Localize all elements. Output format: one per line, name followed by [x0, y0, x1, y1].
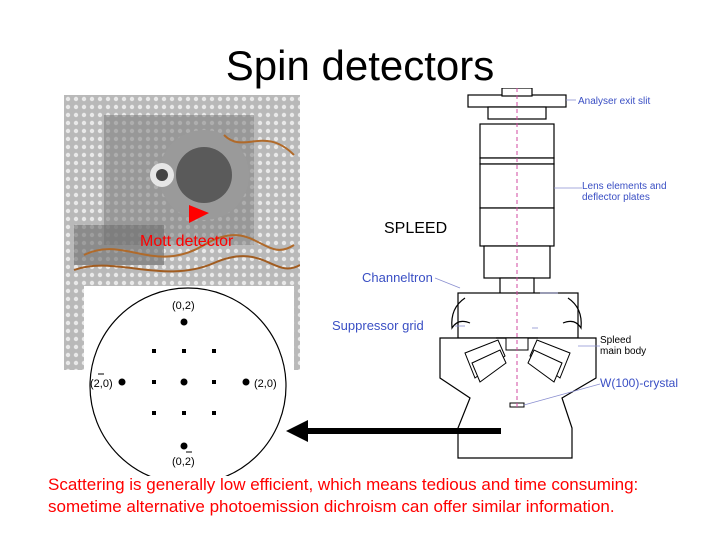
- leed-spot: [180, 442, 188, 450]
- caption-line-2: sometime alternative photoemission dichr…: [48, 497, 615, 516]
- leed-label-bottom: (0,2): [172, 456, 195, 468]
- label-suppressor-grid: Suppressor grid: [332, 318, 424, 333]
- leed-spot: [180, 318, 188, 326]
- leed-label-top: (0,2): [172, 300, 195, 312]
- arrow-left: [286, 420, 501, 442]
- label-analyser-exit-slit: Analyser exit slit: [578, 96, 650, 107]
- label-lens-elements-2: deflector plates: [582, 192, 650, 203]
- label-lens-elements-1: Lens elements and: [582, 181, 667, 192]
- caption: Scattering is generally low efficient, w…: [48, 474, 708, 518]
- leed-spot: [118, 378, 126, 386]
- leed-spot: [242, 378, 250, 386]
- slide-title: Spin detectors: [225, 42, 495, 89]
- label-spleed-body-1: Spleed: [600, 335, 631, 346]
- leed-pattern: (0,2) (2,0) (2,0) (0,2): [84, 286, 294, 485]
- leed-label-left: (2,0): [90, 378, 113, 390]
- label-crystal: W(100)-crystal: [600, 376, 678, 390]
- leed-label-right: (2,0): [254, 378, 277, 390]
- spleed-diagram: Analyser exit slit Lens elements and def…: [300, 87, 715, 463]
- mott-detector-photo: [64, 95, 300, 370]
- mott-detector-label: Mott detector: [140, 233, 234, 250]
- label-spleed-body-2: main body: [600, 346, 646, 357]
- spleed-label: SPLEED: [384, 220, 448, 237]
- leed-spot: [180, 378, 188, 386]
- label-channeltron: Channeltron: [362, 270, 433, 285]
- caption-line-1: Scattering is generally low efficient, w…: [48, 475, 639, 494]
